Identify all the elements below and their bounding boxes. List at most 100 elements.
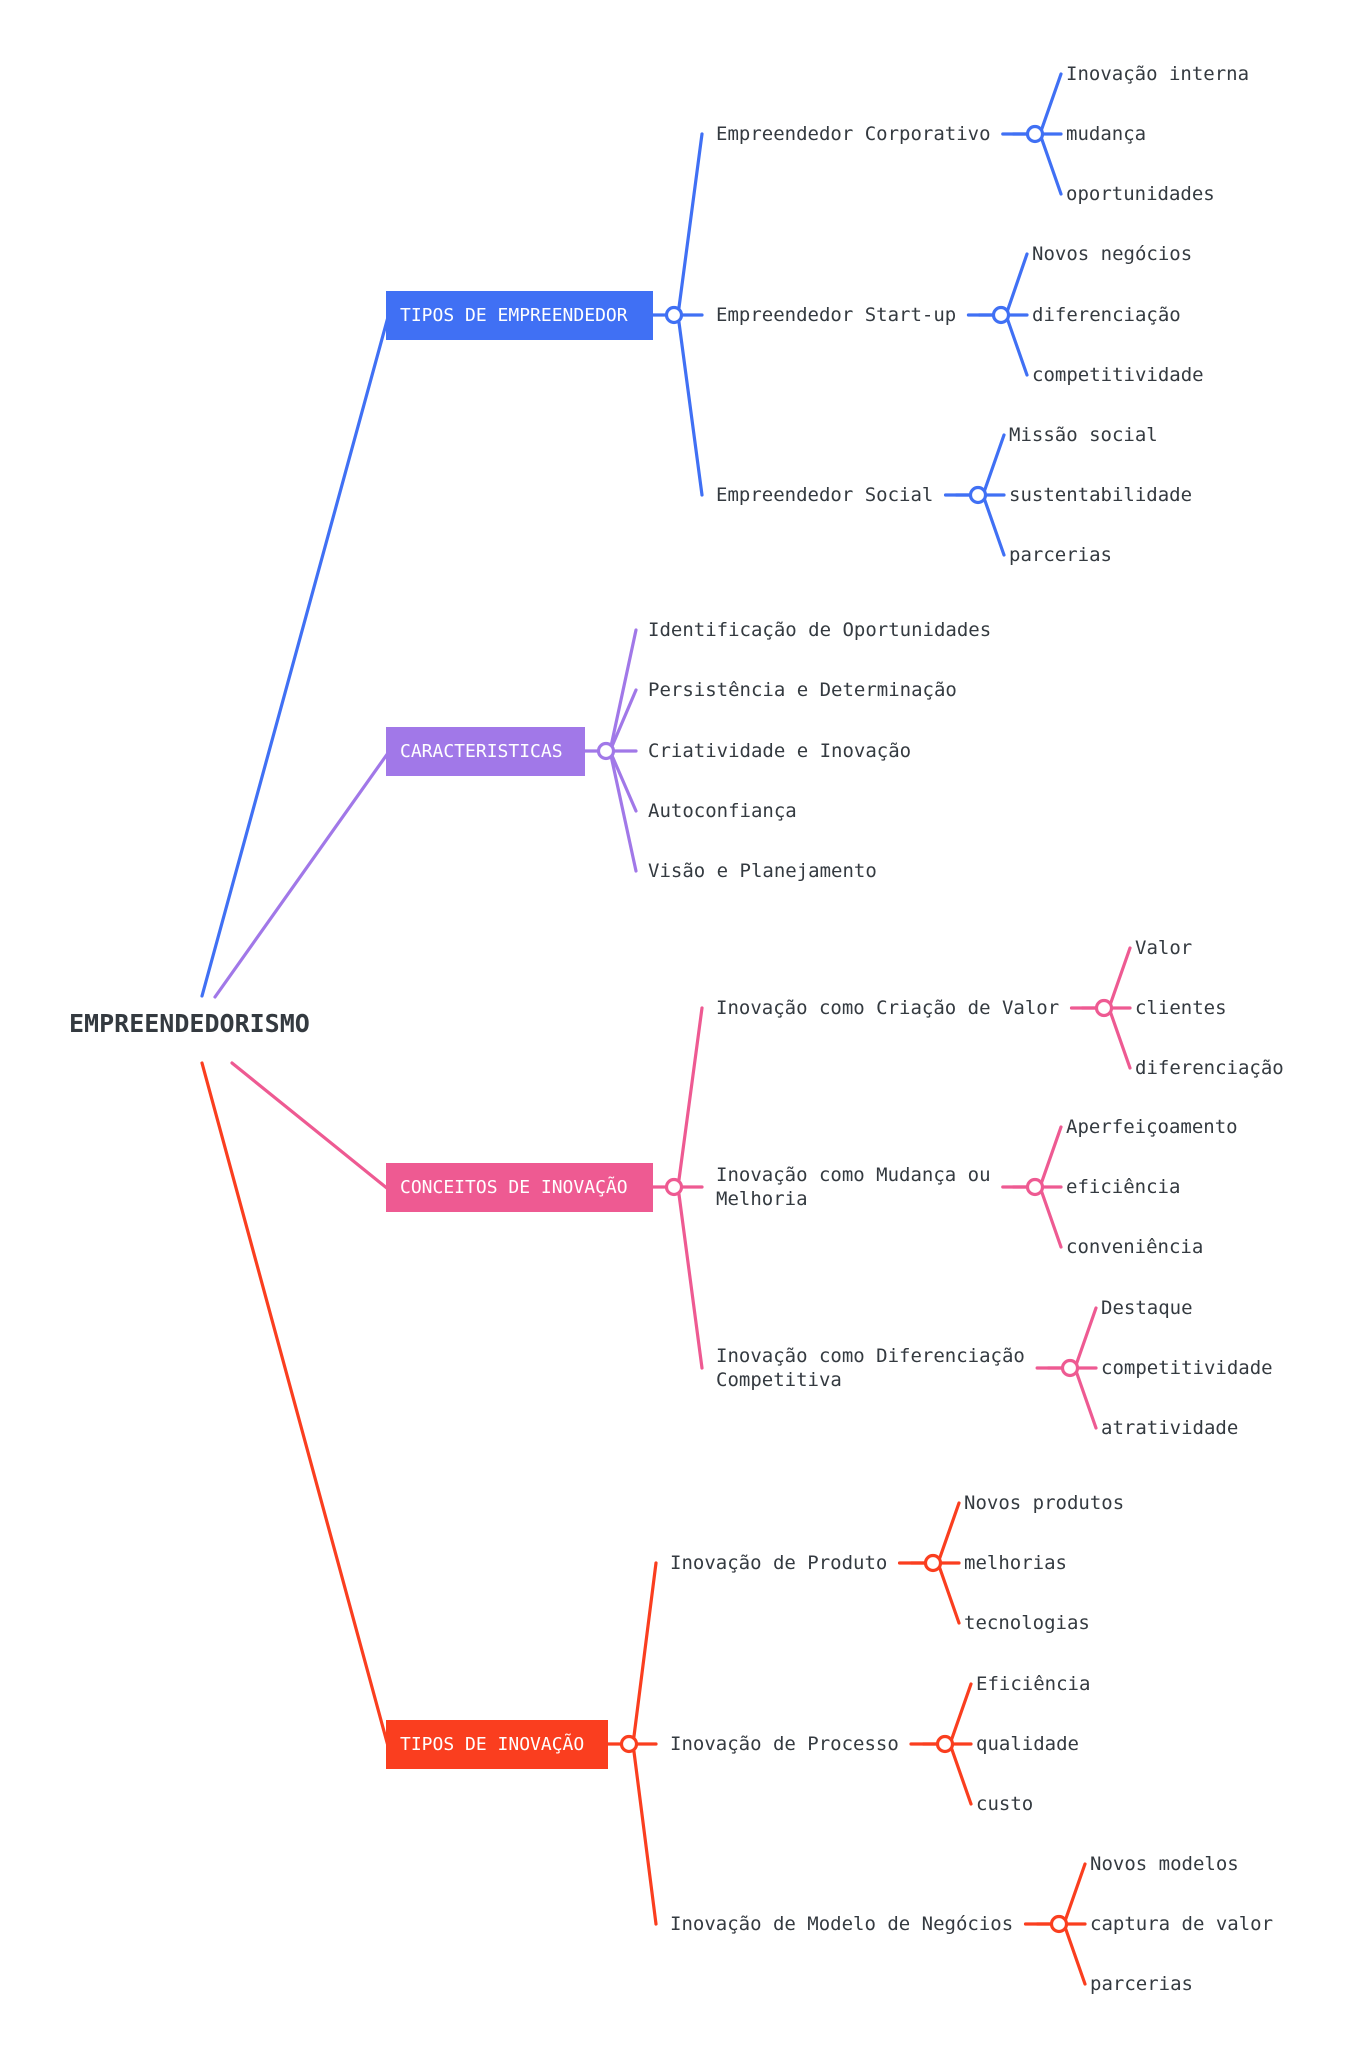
branch-3-sub-2-link-0 [1062,1862,1087,1926]
branch-3-sub-0-leaf: Novos produtos [964,1492,1124,1514]
branch-2-sub-2-leaf: Destaque [1101,1297,1193,1319]
branch-1-item: Identificação de Oportunidades [648,619,991,641]
branch-3-sub-0-joint [923,1553,943,1573]
branch-2-sub-2-leaf: competitividade [1101,1357,1273,1379]
branch-3-sub-0-link-2 [936,1561,961,1625]
root-node-label: EMPREENDEDORISMO [69,1009,310,1038]
branch-0-sub-1-link-0 [1004,252,1029,317]
branch-3-sub-0-link-0 [936,1501,961,1565]
branch-0-sub-0-leaf: mudança [1066,123,1146,145]
branch-2-sub-2-label: Inovação como Diferenciação [716,1345,1025,1367]
branch-2-root-link [230,1061,390,1191]
branch-0-sub-0-link-2 [1038,132,1063,196]
branch-2-joint [664,1177,684,1197]
branch-2-sub-1-link-2 [1038,1185,1063,1249]
branch-2-sub-2-link [676,1185,704,1370]
branch-2-sub-2-joint [1060,1358,1080,1378]
branch-0-sub-2-leaf: Missão social [1009,424,1158,446]
branch-0-sub-0-leaf: Inovação interna [1066,63,1249,85]
branch-1-label: CARACTERISTICAS [400,741,563,762]
branch-2-sub-2-link-0 [1073,1306,1098,1370]
branch-0-sub-1-leaf: competitividade [1032,364,1204,386]
branch-2-sub-0-leaf: clientes [1135,997,1227,1019]
branch-0-joint [664,305,684,325]
branch-3-sub-1-link-0 [948,1682,973,1746]
branch-2-sub-0-link-2 [1107,1006,1132,1070]
branch-1-item: Persistência e Determinação [648,679,957,701]
branch-2-sub-1-label: Inovação como Mudança ou [716,1164,991,1186]
branch-2-sub-2-label: Competitiva [716,1369,842,1391]
branch-3-sub-2-label: Inovação de Modelo de Negócios [670,1913,1013,1935]
branch-1-item-link-3 [608,749,638,813]
branch-3-sub-2-leaf: captura de valor [1090,1913,1273,1935]
branch-1-item: Criatividade e Inovação [648,740,911,762]
branch-3-sub-2-joint [1049,1914,1069,1934]
branch-3-label: TIPOS DE INOVAÇÃO [400,1733,584,1755]
branch-2-sub-1-joint [1025,1177,1045,1197]
branch-1-item: Visão e Planejamento [648,860,877,882]
branch-0-label-box [386,291,653,340]
branch-2-sub-0-link-0 [1107,946,1132,1010]
branch-2-sub-0-leaf: Valor [1135,937,1192,959]
branch-2-sub-2-leaf: atratividade [1101,1417,1238,1439]
branch-3-sub-1-link-2 [948,1742,973,1806]
branch-1-item: Autoconfiança [648,800,797,822]
branch-nodes: TIPOS DE EMPREENDEDOR Empreendedor Corpor… [386,63,1284,1995]
branch-2-sub-1-leaf: eficiência [1066,1176,1180,1198]
branch-0-sub-2-label: Empreendedor Social [716,484,933,506]
branch-0-sub-0-link [676,132,704,317]
branch-2-sub-1-leaf: Aperfeiçoamento [1066,1116,1238,1138]
branch-0-sub-1-label: Empreendedor Start-up [716,304,956,326]
branch-1-label-box [386,727,585,776]
branch-0-sub-0-joint [1025,124,1045,144]
branch-1-item-link-0 [608,628,638,753]
branch-0-label: TIPOS DE EMPREENDEDOR [400,305,628,326]
branch-3-sub-0-leaf: tecnologias [964,1612,1090,1634]
branch-2-sub-0-label: Inovação como Criação de Valor [716,997,1059,1019]
branch-3-sub-1-leaf: qualidade [976,1733,1079,1755]
branch-0-sub-0-link-0 [1038,72,1063,136]
branch-0-sub-1-link-2 [1004,313,1029,377]
branch-2-label-box [386,1163,653,1212]
branch-2-sub-0-link [676,1006,704,1189]
branch-2-sub-1-leaf: conveniência [1066,1236,1203,1258]
branch-3-sub-1-leaf: Eficiência [976,1673,1090,1695]
branch-3-joint [619,1734,639,1754]
branch-0-sub-2-joint [968,485,988,505]
branch-3-sub-2-link [631,1742,658,1926]
branch-0-sub-0-label: Empreendedor Corporativo [716,123,991,145]
branch-1-item-link-1 [608,688,638,753]
branch-2-sub-1-label: Melhoria [716,1188,808,1210]
branch-0-sub-1-joint [991,305,1011,325]
branch-3-sub-1-leaf: custo [976,1793,1033,1815]
branch-0-sub-2-link-0 [981,433,1006,497]
branch-3-sub-0-leaf: melhorias [964,1552,1067,1574]
branch-0-sub-2-link [676,313,704,497]
branch-3-sub-1-label: Inovação de Processo [670,1733,899,1755]
branch-0-sub-2-link-2 [981,493,1006,557]
branch-links [200,72,1132,1986]
branch-1-joint [596,741,616,761]
branch-2-sub-0-joint [1094,998,1114,1018]
branch-0-sub-1-leaf: diferenciação [1032,304,1181,326]
branch-0-sub-1-leaf: Novos negócios [1032,243,1192,265]
branch-1-root-link [213,751,390,999]
branch-3-sub-2-leaf: Novos modelos [1090,1853,1239,1875]
branch-3-sub-2-leaf: parcerias [1090,1973,1193,1995]
branch-3-label-box [386,1720,608,1769]
branch-3-sub-0-link [631,1561,658,1746]
branch-1-item-link-4 [608,749,638,873]
branch-3-sub-1-joint [935,1734,955,1754]
branch-0-sub-0-leaf: oportunidades [1066,183,1215,205]
branch-3-sub-0-label: Inovação de Produto [670,1552,887,1574]
branch-2-sub-0-leaf: diferenciação [1135,1057,1284,1079]
branch-2-sub-1-link-0 [1038,1125,1063,1189]
branch-2-label: CONCEITOS DE INOVAÇÃO [400,1176,628,1198]
branch-0-sub-2-leaf: parcerias [1009,544,1112,566]
branch-3-sub-2-link-2 [1062,1922,1087,1986]
branch-0-sub-2-leaf: sustentabilidade [1009,484,1192,506]
branch-0-root-link [200,315,390,998]
branch-2-sub-2-link-2 [1073,1366,1098,1430]
